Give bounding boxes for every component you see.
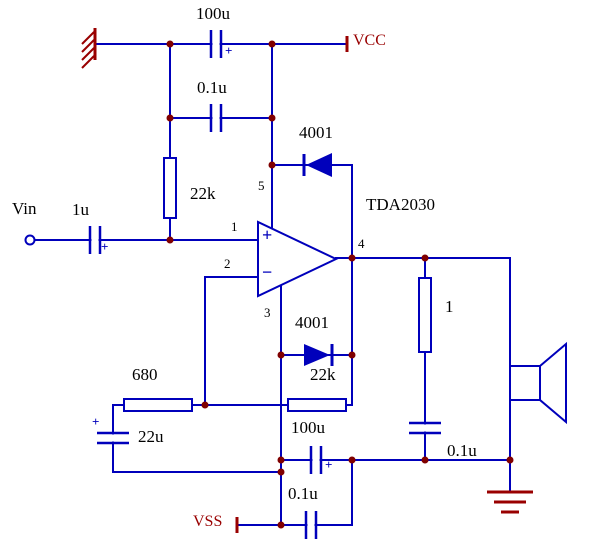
ic-name-label: TDA2030 bbox=[366, 195, 435, 214]
pin-3-label: 3 bbox=[264, 305, 271, 320]
cap-bulk-top-label: 100u bbox=[196, 4, 230, 23]
cap-bulk-bottom-gap bbox=[312, 455, 320, 465]
resistor-bias-label: 22k bbox=[190, 184, 216, 203]
junction-dot bbox=[166, 40, 174, 48]
resistor-shunt-label: 680 bbox=[132, 365, 158, 384]
earth-hatch bbox=[81, 55, 95, 69]
junction-dot bbox=[277, 351, 285, 359]
cap-bulk-bottom-label: 100u bbox=[291, 418, 325, 437]
cap-zobel-gap bbox=[420, 424, 430, 432]
earth-ground-icon-top bbox=[81, 28, 97, 69]
resistor-feedback-body bbox=[287, 398, 347, 412]
polarity-plus-cap-input: + bbox=[101, 239, 109, 254]
diode-bottom-icon bbox=[304, 344, 330, 366]
input-terminal-icon bbox=[24, 234, 36, 246]
speaker-cone bbox=[539, 341, 567, 425]
cap-zobel-label: 0.1u bbox=[447, 441, 477, 460]
cap-bypass-top-gap bbox=[212, 113, 220, 123]
resistor-bias-body bbox=[163, 157, 177, 219]
junction-dot bbox=[348, 254, 356, 262]
junction-dot bbox=[166, 236, 174, 244]
resistors bbox=[123, 157, 432, 412]
cap-input-label: 1u bbox=[72, 200, 89, 219]
cap-input-gap bbox=[91, 235, 99, 245]
cap-bypass-top-label: 0.1u bbox=[197, 78, 227, 97]
junction-dot bbox=[268, 161, 276, 169]
diode-bottom-label: 4001 bbox=[295, 313, 329, 332]
vss-label: VSS bbox=[193, 513, 223, 530]
junction-dot bbox=[506, 456, 514, 464]
junction-dot bbox=[201, 401, 209, 409]
cap-shunt-label: 22u bbox=[138, 427, 164, 446]
junction-dot bbox=[166, 114, 174, 122]
junction-dot bbox=[421, 456, 429, 464]
resistor-feedback-label: 22k bbox=[310, 365, 336, 384]
ground-icon-bottom bbox=[487, 490, 533, 514]
opamp-inverting-mark: − bbox=[262, 262, 273, 282]
earth-hatch bbox=[81, 31, 95, 45]
earth-hatch bbox=[81, 47, 95, 61]
polarity-plus-cap-bulk-top: + bbox=[225, 43, 233, 58]
junction-dot bbox=[421, 254, 429, 262]
diodes bbox=[302, 153, 334, 366]
polarity-plus-cap-shunt: + bbox=[92, 414, 100, 429]
cap-bypass-bottom-label: 0.1u bbox=[288, 484, 318, 503]
vcc-label: VCC bbox=[353, 32, 386, 49]
junction-dot bbox=[268, 114, 276, 122]
junction-dot bbox=[348, 456, 356, 464]
diode-top-icon bbox=[306, 153, 332, 177]
speaker-icon bbox=[509, 341, 567, 425]
power-symbols bbox=[81, 28, 533, 533]
opamp-triangle bbox=[257, 220, 339, 298]
junction-dot bbox=[277, 456, 285, 464]
diode-top-label: 4001 bbox=[299, 123, 333, 142]
resistor-zobel-label: 1 bbox=[445, 297, 454, 316]
junction-dot bbox=[348, 351, 356, 359]
input-label: Vin bbox=[12, 199, 37, 218]
junction-dot bbox=[277, 521, 285, 529]
speaker-driver bbox=[509, 365, 541, 401]
pin-5-label: 5 bbox=[258, 178, 265, 193]
cap-shunt-gap bbox=[108, 434, 118, 442]
junction-dot bbox=[277, 468, 285, 476]
cap-bulk-top-gap bbox=[212, 39, 220, 49]
earth-hatch bbox=[81, 39, 95, 53]
pin-4-label: 4 bbox=[358, 236, 365, 251]
junction-dots bbox=[166, 40, 514, 529]
opamp-noninverting-mark: + bbox=[262, 225, 273, 245]
cap-bypass-bottom-gap bbox=[307, 520, 315, 530]
junction-dot bbox=[268, 40, 276, 48]
resistor-zobel-body bbox=[418, 277, 432, 353]
polarity-plus-cap-bulk-bottom: + bbox=[325, 457, 333, 472]
pin-1-label: 1 bbox=[231, 219, 238, 234]
pin-2-label: 2 bbox=[224, 256, 231, 271]
capacitors bbox=[88, 30, 441, 539]
resistor-shunt-body bbox=[123, 398, 193, 412]
